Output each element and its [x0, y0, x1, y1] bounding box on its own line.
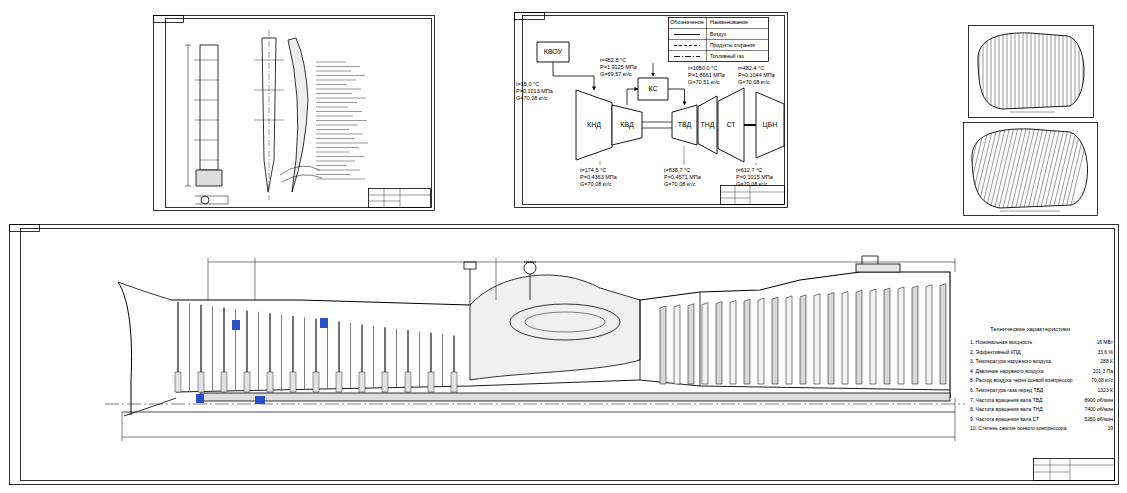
annotation-text: 4. Давление наружного воздуха — [970, 369, 1043, 374]
annotation-text: 5. Расход воздуха через осевой компрессо… — [970, 378, 1072, 383]
annotation-text: t=174,5 °С — [580, 168, 606, 174]
annotation-text: 101,3 Па — [1093, 369, 1113, 374]
annotation-text: P=0,4363 МПа — [580, 175, 617, 181]
annotation-text: 70,08 кг/с — [1091, 378, 1113, 383]
flow-connector — [553, 62, 594, 90]
annotation-text: 6. Температура газа перед ТВД — [970, 388, 1043, 393]
unit-block: КНД — [576, 90, 612, 160]
annotation-text: Наименование — [710, 20, 748, 26]
unit-block: ТВД — [672, 105, 697, 145]
annotation-text: 1. Номинальная мощность — [970, 340, 1032, 345]
annotation-text: 9. Частота вращения вала СТ — [970, 417, 1039, 422]
unit-label: СТ — [726, 121, 735, 129]
annotation-text: t=612,7 °С — [736, 168, 762, 174]
annotation-text: t=482,4 °С — [738, 66, 764, 72]
unit-label: КНД — [587, 121, 601, 129]
annotation-text: G=70,51 кг/с — [688, 80, 719, 86]
annotation-text: P=0,1044 МПа — [738, 73, 775, 79]
annotation-text: 1323 К — [1098, 388, 1113, 393]
flow-connector — [744, 124, 756, 126]
annotation-text: 288 К — [1100, 359, 1113, 364]
unit-label: КВОУ — [544, 48, 562, 56]
unit-block: ТНД — [698, 96, 717, 154]
annotation-text: Обозначение — [670, 20, 704, 26]
annotation-text: 2. Эффективный КПД — [970, 350, 1021, 355]
legend-text: Топливный газ — [710, 54, 744, 59]
flow-connector — [668, 89, 685, 105]
annotation-text: G=70,08 кг/с — [580, 182, 611, 188]
annotation-text: t=1050,0 °С — [688, 66, 717, 72]
annotation-text: 33,6 % — [1097, 350, 1113, 355]
annotation-text: 10. Степень сжатия осевого компрессора — [970, 426, 1066, 431]
annotation-text: 3. Температура наружного воздуха — [970, 359, 1051, 364]
annotation-text: G=70,08 кг/с — [516, 96, 547, 102]
annotation-text: G=69,57 кг/с — [600, 72, 631, 78]
legend-sample — [668, 51, 706, 62]
annotation-text: P=1,8661 МПа — [688, 73, 725, 79]
annotation-text: 8. Частота вращения вала ТНД — [970, 407, 1043, 412]
annotation-text: P=0,1015 МПа — [736, 175, 773, 181]
unit-label: КС — [648, 85, 657, 93]
unit-block: КВД — [612, 105, 642, 145]
annotation-text: t=452,8 °С — [600, 58, 626, 64]
annotation-text: P=1,9125 МПа — [600, 65, 637, 71]
legend-row: Топливный газ — [668, 51, 768, 62]
annotation-text: Технические характеристики — [990, 326, 1070, 332]
flow-connector — [627, 89, 638, 105]
unit-label: ТНД — [700, 121, 714, 129]
annotation-text: t=15,0 °С — [516, 82, 539, 88]
unit-label: ЦБН — [763, 121, 778, 129]
annotation-text: G=70,08 кг/с — [664, 182, 695, 188]
annotation-text: 7. Частота вращения вала ТВД — [970, 398, 1042, 403]
legend-row: Продукты сгорания — [668, 40, 768, 51]
annotation-text: P=0,4571 МПа — [664, 175, 701, 181]
legend-text: Воздух — [710, 32, 726, 37]
unit-block: КВОУ — [537, 42, 569, 62]
annotation-text: 7400 об/мин — [1084, 407, 1113, 412]
unit-block: ЦБН — [756, 92, 784, 158]
annotation-text: G=70,08 кг/с — [736, 182, 767, 188]
legend-row: Воздух — [668, 29, 768, 40]
annotation-text: 19 — [1107, 426, 1113, 431]
annotation-text: t=838,7 °С — [664, 168, 690, 174]
legend-sample — [668, 40, 706, 51]
annotation-text: G=70,08 кг/с — [738, 80, 769, 86]
annotation-text: P=0,1013 МПа — [516, 89, 553, 95]
annotation-text: 8900 об/мин — [1084, 398, 1113, 403]
unit-block: СТ — [718, 88, 744, 162]
unit-label: КВД — [620, 121, 633, 129]
legend-sample — [668, 29, 706, 40]
unit-label: ТВД — [678, 121, 692, 129]
annotation-text: 5250 об/мин — [1084, 417, 1113, 422]
legend-text: Продукты сгорания — [710, 43, 755, 48]
annotation-text: 16 МВт — [1096, 340, 1113, 345]
unit-block: КС — [638, 78, 668, 100]
